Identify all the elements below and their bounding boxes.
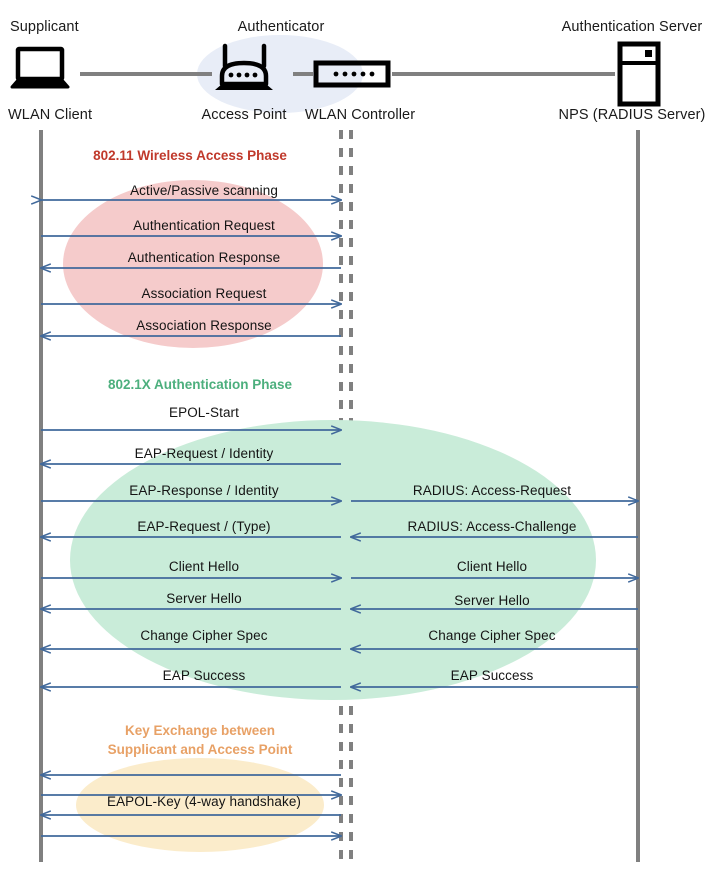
phase-802-1x-arrows-right bbox=[351, 501, 638, 687]
label-epol-start: EPOL-Start bbox=[168, 405, 240, 420]
phase-key-exchange-ellipse bbox=[76, 758, 324, 852]
authenticator-group-ellipse bbox=[197, 35, 363, 113]
label-change-cipher-spec-right: Change Cipher Spec bbox=[428, 628, 556, 643]
actor-device-wlan-client: WLAN Client bbox=[8, 107, 93, 123]
actor-role-supplicant: Supplicant bbox=[10, 19, 79, 35]
phase-title-key-exchange-line1: Key Exchange between bbox=[124, 723, 276, 738]
phase-title-key-exchange-line2: Supplicant and Access Point bbox=[107, 742, 293, 757]
actor-device-access-point: Access Point bbox=[201, 107, 287, 123]
label-client-hello-right: Client Hello bbox=[456, 559, 528, 574]
laptop-icon bbox=[10, 46, 70, 89]
label-radius-access-request: RADIUS: Access-Request bbox=[412, 483, 572, 498]
wireless-router-icon bbox=[215, 43, 273, 90]
actor-role-authentication-server: Authentication Server bbox=[561, 19, 703, 35]
label-eap-request-identity: EAP-Request / Identity bbox=[134, 446, 274, 461]
label-eap-success-left: EAP Success bbox=[162, 668, 246, 683]
phase-key-exchange-arrows bbox=[41, 775, 341, 836]
label-authentication-response: Authentication Response bbox=[127, 250, 281, 265]
label-eap-success-right: EAP Success bbox=[450, 668, 534, 683]
phase-title-802-11: 802.11 Wireless Access Phase bbox=[93, 148, 287, 163]
actor-device-wlan-controller: WLAN Controller bbox=[304, 107, 416, 123]
label-eap-response-identity: EAP-Response / Identity bbox=[129, 483, 279, 498]
label-association-request: Association Request bbox=[141, 286, 267, 301]
actor-role-authenticator: Authenticator bbox=[237, 19, 325, 35]
server-tower-icon bbox=[617, 41, 661, 107]
label-radius-access-challenge: RADIUS: Access-Challenge bbox=[407, 519, 577, 534]
phase-802-1x-arrows-left bbox=[41, 430, 341, 687]
phase-802-11-ellipse bbox=[63, 180, 323, 348]
label-association-response: Association Response bbox=[136, 318, 272, 333]
label-server-hello-right: Server Hello bbox=[454, 593, 530, 608]
phase-title-802-1x: 802.1X Authentication Phase bbox=[107, 377, 293, 392]
label-server-hello-left: Server Hello bbox=[166, 591, 242, 606]
label-eapol-key-4-way-handshake: EAPOL-Key (4-way handshake) bbox=[106, 794, 302, 809]
actor-device-nps-radius-server: NPS (RADIUS Server) bbox=[558, 107, 706, 123]
label-active-passive-scanning: Active/Passive scanning bbox=[130, 183, 278, 198]
phase-802-1x-ellipse bbox=[70, 420, 596, 700]
label-authentication-request: Authentication Request bbox=[133, 218, 275, 233]
label-client-hello-left: Client Hello bbox=[168, 559, 240, 574]
network-switch-icon bbox=[313, 60, 391, 88]
phase-802-11-arrows bbox=[41, 200, 341, 336]
label-change-cipher-spec-left: Change Cipher Spec bbox=[140, 628, 268, 643]
label-eap-request-type: EAP-Request / (Type) bbox=[137, 519, 271, 534]
